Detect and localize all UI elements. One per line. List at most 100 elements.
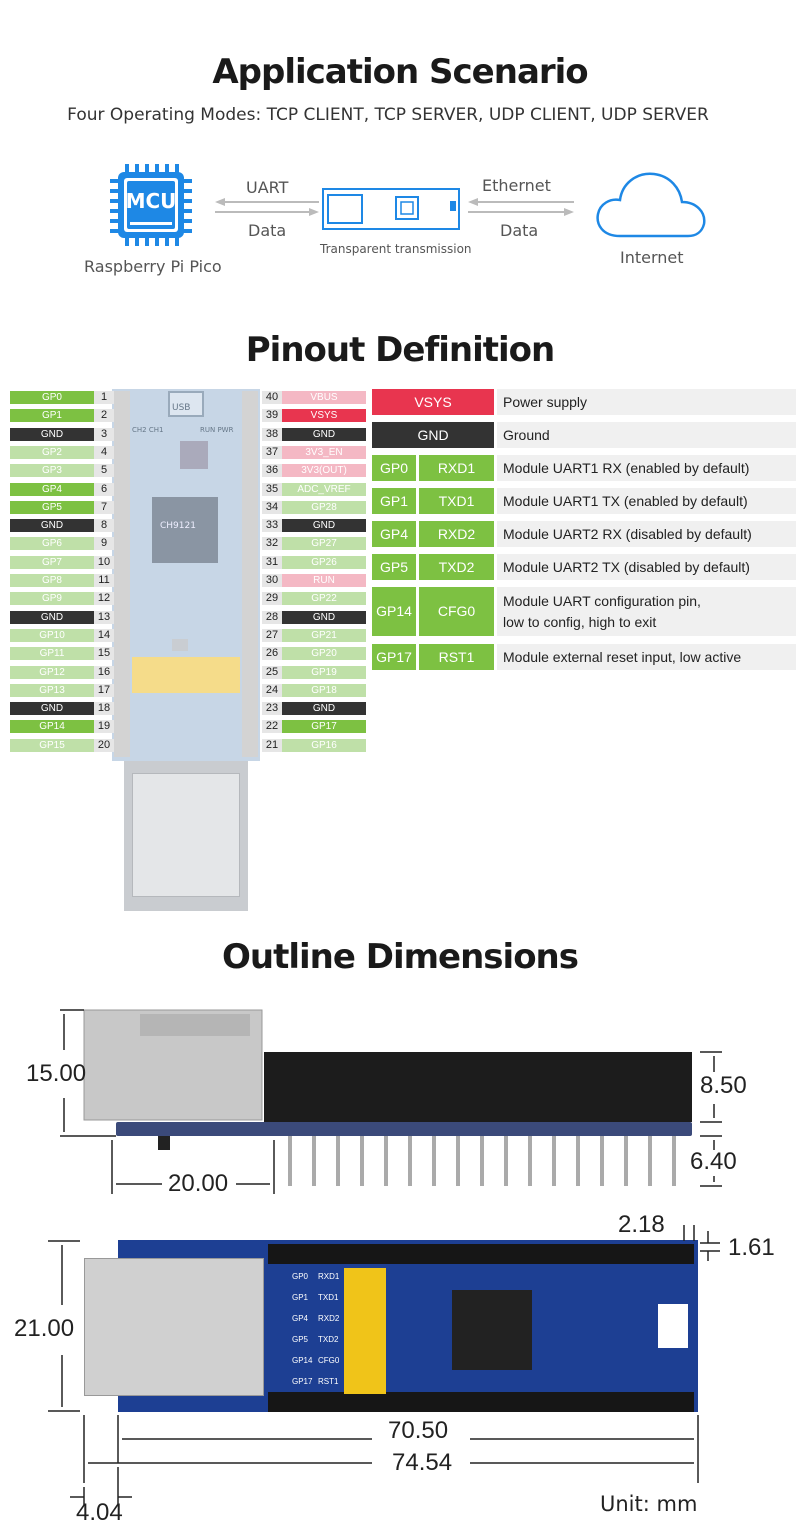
data-right-label: Data [500, 221, 539, 240]
pin-right-number: 29 [262, 592, 282, 606]
pin-left-label: GP6 [10, 537, 94, 551]
pin-left-number: 11 [94, 574, 114, 587]
unit-label: Unit: mm [600, 1492, 698, 1516]
pin-left-label: GP10 [10, 628, 94, 642]
top-gpio-label: GP1 [292, 1293, 309, 1302]
pin-table-signal: GND [372, 422, 494, 448]
pin-right-label: RUN [282, 574, 366, 587]
pin-left-number: 17 [94, 683, 114, 697]
pin-table-desc-line2: low to config, high to exit [503, 614, 657, 630]
pin-left-label: GND [10, 427, 94, 441]
pin-left-label: GP0 [10, 391, 94, 404]
ethernet-label: Ethernet [482, 176, 551, 195]
pin-left-number: 7 [94, 500, 114, 514]
top-chip [452, 1290, 532, 1370]
pin-left-label: GP1 [10, 409, 94, 423]
pin-table-function: RXD1 [419, 455, 494, 481]
pin-left-number: 1 [94, 391, 114, 404]
pin-left-label: GP3 [10, 464, 94, 478]
pin-right-label: 3V3_EN [282, 445, 366, 459]
pin-right-label: VSYS [282, 409, 366, 423]
pin-right-label: GP21 [282, 628, 366, 642]
board-image: USB CH2 CH1 RUN PWR CH9121 [112, 389, 260, 911]
uart-arrows [215, 198, 319, 216]
pin-right-label: GND [282, 702, 366, 716]
top-view-jack [84, 1258, 264, 1396]
pin-right-label: GP20 [282, 647, 366, 661]
top-func-label: TXD2 [318, 1335, 339, 1344]
pin-left-number: 8 [94, 519, 114, 533]
pin-table-gpio: GP5 [372, 554, 416, 580]
pin-right-number: 30 [262, 574, 282, 587]
top-func-label: CFG0 [318, 1356, 340, 1365]
pin-table-function: CFG0 [419, 587, 494, 636]
pin-left-label: GP12 [10, 665, 94, 679]
pin-right-label: GP27 [282, 537, 366, 551]
pin-right-number: 32 [262, 537, 282, 551]
pin-left-number: 16 [94, 665, 114, 679]
top-func-label: RXD2 [318, 1314, 340, 1323]
pin-table-gpio: GP4 [372, 521, 416, 547]
pin-left-label: GP2 [10, 445, 94, 459]
pin-right-label: GND [282, 427, 366, 441]
pin-left-number: 14 [94, 628, 114, 642]
module-icon [322, 188, 460, 230]
pin-left-number: 18 [94, 702, 114, 716]
top-func-label: RST1 [318, 1377, 339, 1386]
cloud-icon [596, 172, 706, 238]
data-left-label: Data [248, 221, 287, 240]
top-gpio-label: GP0 [292, 1272, 309, 1281]
pin-right-label: GP19 [282, 665, 366, 679]
pin-left-number: 6 [94, 482, 114, 496]
pin-left-label: GP7 [10, 555, 94, 569]
dim-15: 15.00 [26, 1060, 87, 1087]
pin-right-label: 3V3(OUT) [282, 464, 366, 478]
pin-left-number: 20 [94, 738, 114, 752]
dim-218: 2.18 [618, 1211, 665, 1238]
pin-table-gpio: GP14 [372, 587, 416, 636]
dim-7050: 70.50 [388, 1417, 449, 1444]
switch-block [344, 1268, 386, 1394]
pin-right-number: 34 [262, 500, 282, 514]
board-chip-label: CH9121 [160, 521, 196, 531]
pin-table-desc: Module UART1 TX (enabled by default) [497, 488, 796, 514]
pin-left-number: 3 [94, 427, 114, 441]
pin-left-number: 10 [94, 555, 114, 569]
pin-right-number: 40 [262, 391, 282, 404]
pin-table-desc: Module UART configuration pin, [497, 587, 796, 636]
mcu-chip-icon [110, 164, 192, 246]
pin-right-number: 25 [262, 665, 282, 679]
board-ch-label: CH2 CH1 [132, 426, 164, 434]
pin-right-label: GND [282, 610, 366, 624]
pin-left-label: GP13 [10, 683, 94, 697]
pin-table-signal: VSYS [372, 389, 494, 415]
dim-21: 21.00 [14, 1315, 75, 1342]
pin-right-number: 23 [262, 702, 282, 716]
top-gpio-label: GP17 [292, 1377, 313, 1386]
dim-7454: 74.54 [392, 1449, 453, 1476]
top-header [268, 1244, 694, 1264]
pin-left-label: GND [10, 610, 94, 624]
pin-table-desc: Module UART1 RX (enabled by default) [497, 455, 796, 481]
pico-label: Raspberry Pi Pico [84, 257, 222, 276]
pin-right-label: GP28 [282, 500, 366, 514]
pin-right-label: GP17 [282, 720, 366, 734]
pin-table-gpio: GP17 [372, 644, 416, 670]
pin-right-label: GP26 [282, 555, 366, 569]
pin-table-desc: Module external reset input, low active [497, 644, 796, 670]
pin-left-number: 5 [94, 464, 114, 478]
pin-left-label: GND [10, 702, 94, 716]
top-func-label: TXD1 [318, 1293, 339, 1302]
top-gpio-label: GP5 [292, 1335, 309, 1344]
pin-table-desc: Module UART2 RX (disabled by default) [497, 521, 796, 547]
top-usb [656, 1302, 690, 1350]
pin-right-number: 26 [262, 647, 282, 661]
pin-left-number: 19 [94, 720, 114, 734]
dim-404: 4.04 [76, 1499, 123, 1526]
top-view-dims [48, 1225, 720, 1505]
pin-right-number: 24 [262, 683, 282, 697]
pin-left-label: GP14 [10, 720, 94, 734]
pin-left-number: 4 [94, 445, 114, 459]
pin-right-label: GP16 [282, 738, 366, 752]
pin-left-number: 12 [94, 592, 114, 606]
